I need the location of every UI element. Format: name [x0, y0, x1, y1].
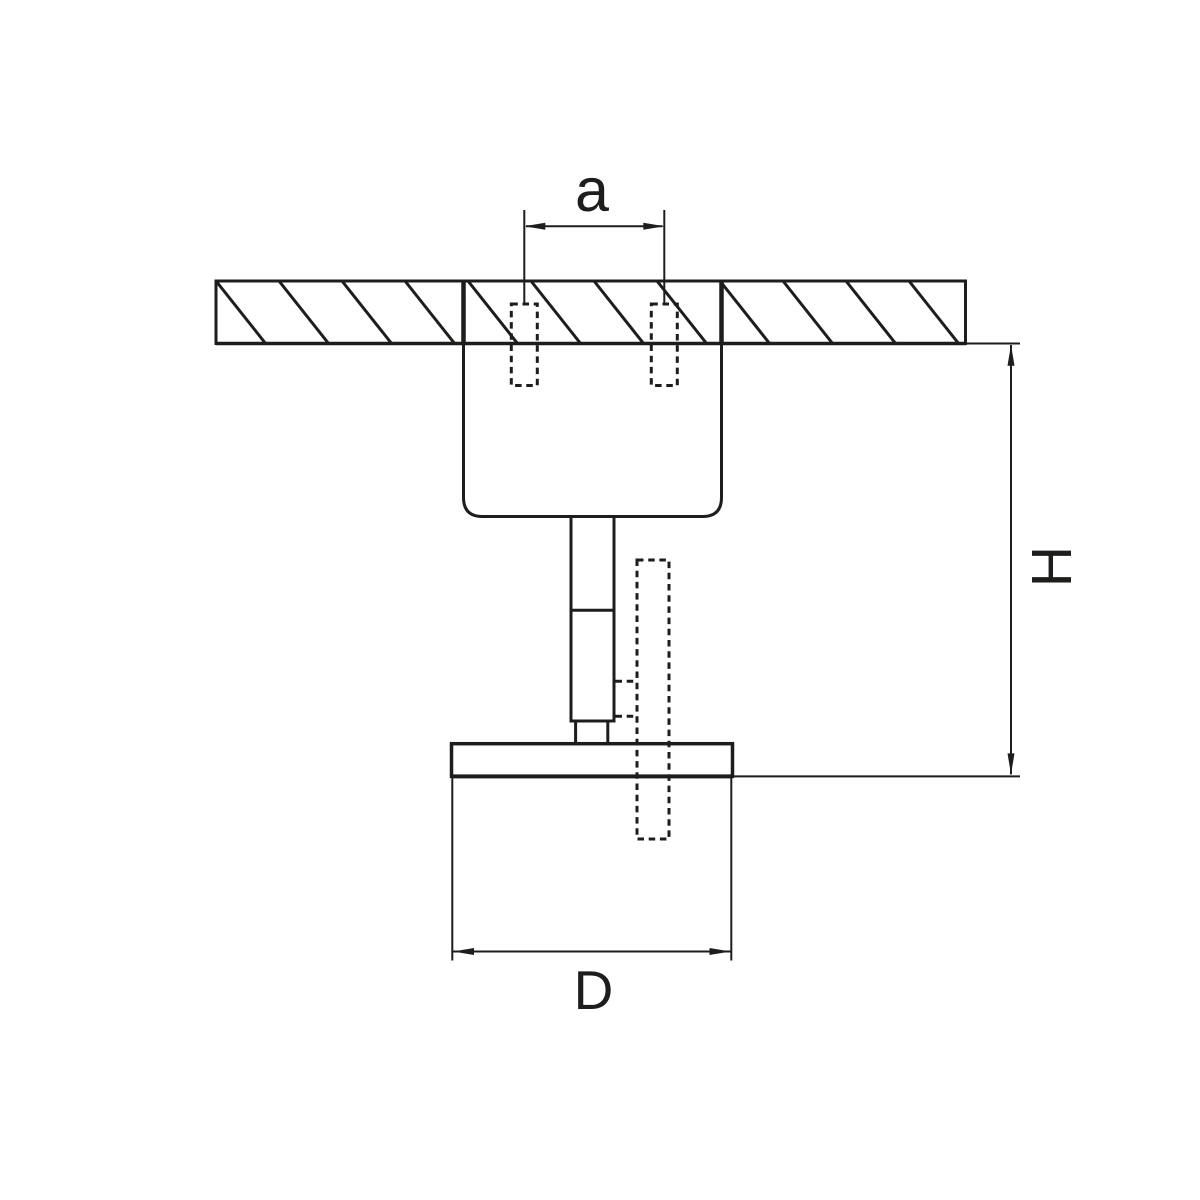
svg-text:a: a: [575, 156, 609, 224]
svg-text:H: H: [1020, 546, 1084, 587]
svg-text:D: D: [574, 959, 614, 1021]
